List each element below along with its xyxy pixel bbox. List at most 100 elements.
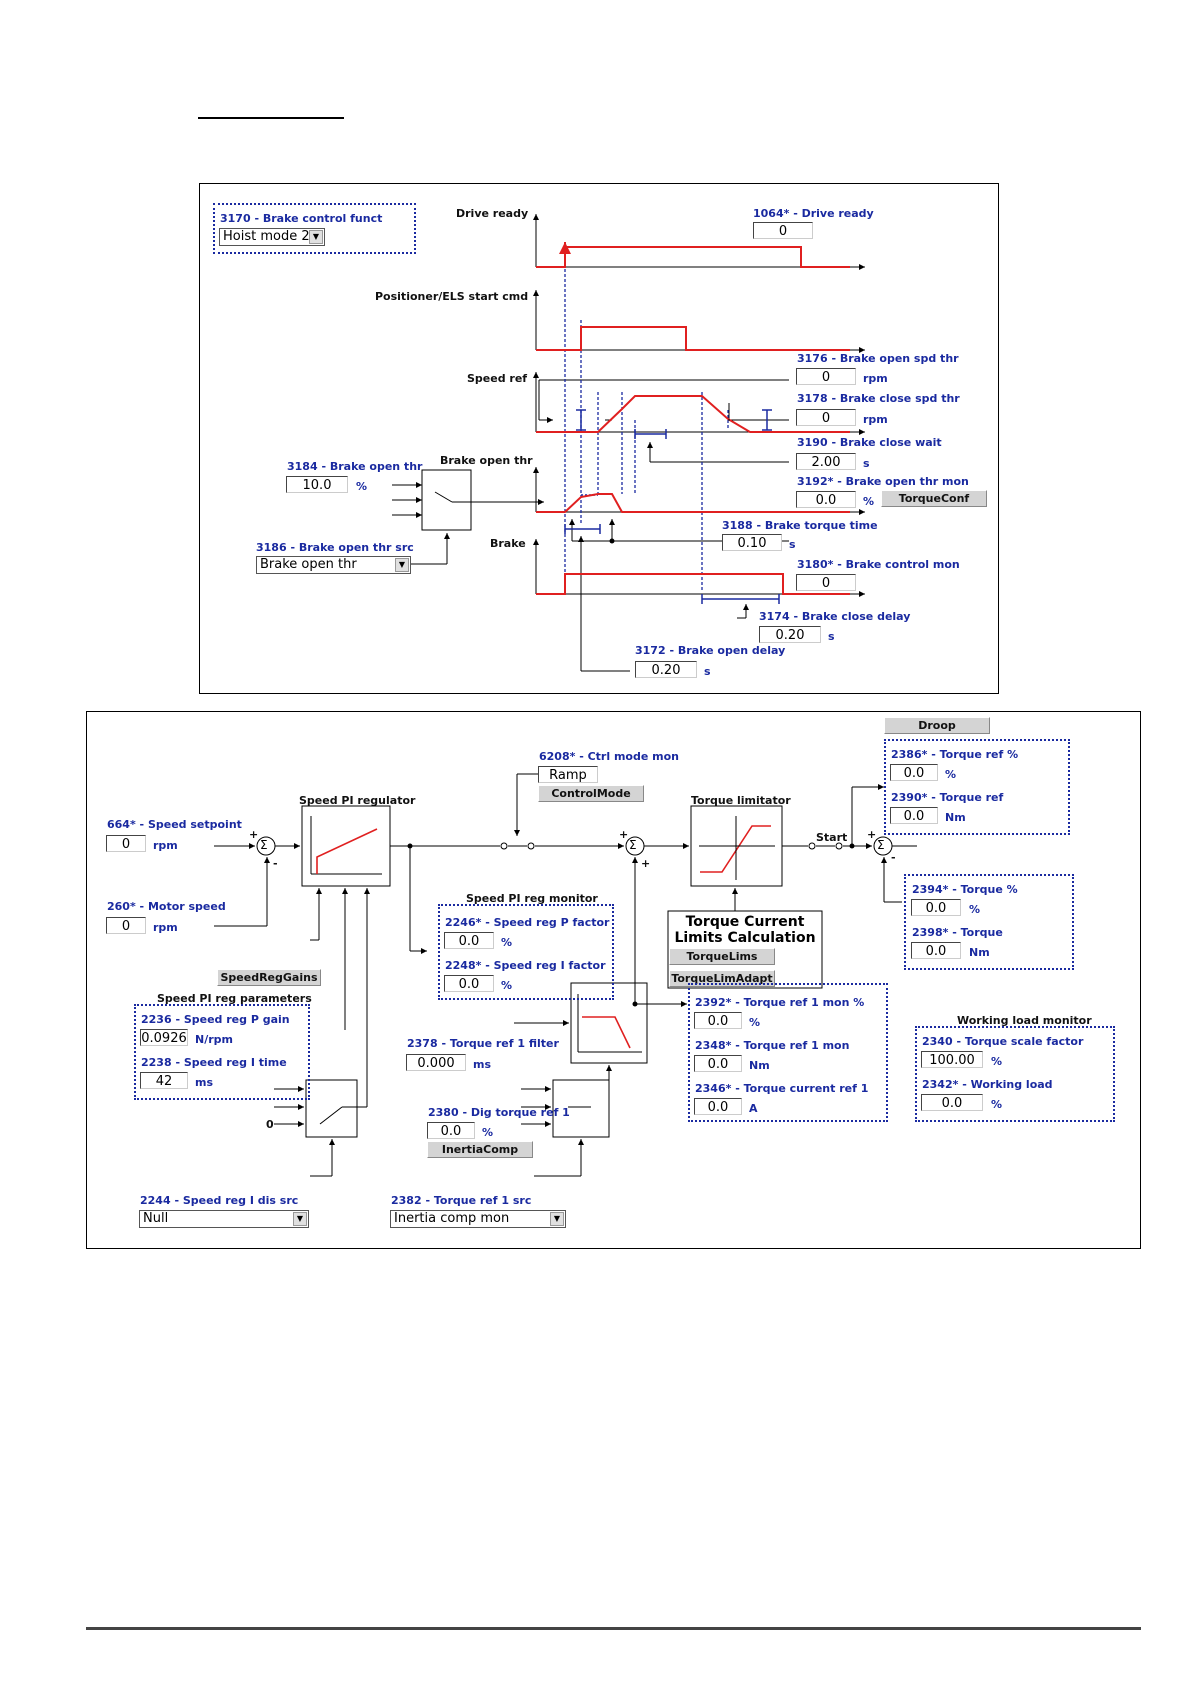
speed-torque-panel: Droop 6208* - Ctrl mode mon Ramp Control… xyxy=(86,711,1141,1249)
open-thr-unit: % xyxy=(356,480,368,493)
start-label: Start xyxy=(816,831,848,844)
brake-funct-select[interactable]: Hoist mode 2▼ xyxy=(219,228,325,246)
reg-monitor-title: Speed PI reg monitor xyxy=(466,892,598,905)
open-spd-label: 3176 - Brake open spd thr xyxy=(797,352,959,365)
torque-ref-value: 0.0 xyxy=(890,807,938,824)
ref1-src-select-value: Inertia comp mon xyxy=(394,1211,510,1226)
ref1-mon-pct-value: 0.0 xyxy=(694,1012,742,1029)
dig-torque-unit: % xyxy=(482,1126,494,1139)
i-dis-src-label: 2244 - Speed reg I dis src xyxy=(140,1194,299,1207)
filter-label: 2378 - Torque ref 1 filter xyxy=(407,1037,559,1050)
torque-pct-unit: % xyxy=(969,903,981,916)
p-gain-value[interactable]: 0.0926 xyxy=(140,1029,188,1046)
close-delay-value[interactable]: 0.20 xyxy=(759,626,821,643)
plus-sign: + xyxy=(641,857,651,870)
filter-value[interactable]: 0.000 xyxy=(406,1054,466,1071)
close-wait-label: 3190 - Brake close wait xyxy=(797,436,942,449)
speed-pi-title: Speed PI regulator xyxy=(299,794,416,807)
footer-rule xyxy=(86,1627,1141,1630)
p-gain-label: 2236 - Speed reg P gain xyxy=(141,1013,290,1026)
i-factor-label: 2248* - Speed reg I factor xyxy=(445,959,606,972)
current-ref-value: 0.0 xyxy=(694,1098,742,1115)
control-mode-button[interactable]: ControlMode xyxy=(538,785,644,802)
close-wait-value[interactable]: 2.00 xyxy=(796,453,856,470)
open-thr-src-select-value: Brake open thr xyxy=(260,557,357,572)
chevron-down-icon: ▼ xyxy=(395,558,409,572)
ref1-mon-label: 2348* - Torque ref 1 mon xyxy=(695,1039,850,1052)
scale-factor-value[interactable]: 100.00 xyxy=(921,1051,983,1068)
torque-ref-label: 2390* - Torque ref xyxy=(891,791,1004,804)
reg-params-group xyxy=(134,1004,310,1100)
torque-pct-label: 2394* - Torque % xyxy=(912,883,1018,896)
tcl-title-line2: Limits Calculation xyxy=(674,930,816,946)
close-spd-label: 3178 - Brake close spd thr xyxy=(797,392,960,405)
reg-monitor-group xyxy=(438,904,614,1000)
open-thr-mon-label: 3192* - Brake open thr mon xyxy=(797,475,969,488)
minus-sign: - xyxy=(891,851,896,864)
chevron-down-icon: ▼ xyxy=(550,1212,564,1226)
ref1-src-label: 2382 - Torque ref 1 src xyxy=(391,1194,532,1207)
close-spd-unit: rpm xyxy=(863,413,888,426)
i-time-value[interactable]: 42 xyxy=(140,1072,188,1089)
close-wait-unit: s xyxy=(863,457,870,470)
setpoint-unit: rpm xyxy=(153,839,178,852)
torque-value: 0.0 xyxy=(911,942,961,959)
scale-factor-unit: % xyxy=(991,1055,1003,1068)
open-thr-value[interactable]: 10.0 xyxy=(286,476,348,493)
drive-ready-param-label: 1064* - Drive ready xyxy=(753,207,874,220)
inertia-comp-button[interactable]: InertiaComp xyxy=(427,1141,533,1158)
open-delay-label: 3172 - Brake open delay xyxy=(635,644,786,657)
brake-axis-label: Brake xyxy=(490,537,526,550)
plus-sign: + xyxy=(249,828,259,841)
torque-label: 2398* - Torque xyxy=(912,926,1003,939)
minus-sign: - xyxy=(273,857,278,870)
speed-reg-gains-button[interactable]: SpeedRegGains xyxy=(217,969,321,986)
torque-conf-button[interactable]: TorqueConf xyxy=(881,490,987,507)
pos-start-axis-label: Positioner/ELS start cmd xyxy=(375,290,529,303)
ref1-mon-unit: Nm xyxy=(749,1059,770,1072)
torque-ref-unit: Nm xyxy=(945,811,966,824)
p-factor-unit: % xyxy=(501,936,513,949)
torque-time-label: 3188 - Brake torque time xyxy=(722,519,878,532)
ref1-mon-value: 0.0 xyxy=(694,1055,742,1072)
motor-speed-value: 0 xyxy=(106,917,146,934)
open-spd-value[interactable]: 0 xyxy=(796,368,856,385)
torque-lim-title: Torque limitator xyxy=(691,794,791,807)
brake-timing-diagram xyxy=(392,214,865,672)
open-thr-label: 3184 - Brake open thr xyxy=(287,460,423,473)
torque-lim-adapt-button[interactable]: TorqueLimAdapt xyxy=(669,970,775,987)
torque-ref-pct-label: 2386* - Torque ref % xyxy=(891,748,1019,761)
i-dis-src-select[interactable]: Null ▼ xyxy=(139,1210,309,1228)
drive-ready-axis-label: Drive ready xyxy=(456,207,529,220)
open-thr-src-select[interactable]: Brake open thr ▼ xyxy=(256,556,411,574)
filter-unit: ms xyxy=(473,1058,492,1071)
sigma-icon: Σ xyxy=(260,838,268,852)
current-ref-label: 2346* - Torque current ref 1 xyxy=(695,1082,869,1095)
close-spd-value[interactable]: 0 xyxy=(796,409,856,426)
chevron-down-icon: ▼ xyxy=(293,1212,307,1226)
droop-button[interactable]: Droop xyxy=(884,717,990,734)
motor-speed-unit: rpm xyxy=(153,921,178,934)
speed-ref-axis-label: Speed ref xyxy=(467,372,528,385)
torque-pct-value: 0.0 xyxy=(911,899,961,916)
control-mon-label: 3180* - Brake control mon xyxy=(797,558,960,571)
i-factor-unit: % xyxy=(501,979,513,992)
open-thr-block-label: Brake open thr xyxy=(440,454,533,467)
i-factor-value: 0.0 xyxy=(444,975,494,992)
drive-ready-value: 0 xyxy=(753,222,813,239)
brake-funct-select-value: Hoist mode 2 xyxy=(223,229,310,244)
i-dis-src-select-value: Null xyxy=(143,1211,169,1226)
torque-ref-pct-unit: % xyxy=(945,768,957,781)
ref1-mon-pct-label: 2392* - Torque ref 1 mon % xyxy=(695,996,865,1009)
open-delay-value[interactable]: 0.20 xyxy=(635,661,697,678)
setpoint-value[interactable]: 0 xyxy=(106,835,146,852)
torque-lims-button[interactable]: TorqueLims xyxy=(669,948,775,965)
plus-sign: + xyxy=(867,828,877,841)
brake-funct-label: 3170 - Brake control funct xyxy=(220,212,383,225)
torque-time-value[interactable]: 0.10 xyxy=(722,534,782,551)
header-rule xyxy=(198,117,344,119)
ref1-src-select[interactable]: Inertia comp mon ▼ xyxy=(390,1210,566,1228)
current-ref-unit: A xyxy=(749,1102,758,1115)
dig-torque-value[interactable]: 0.0 xyxy=(427,1122,475,1139)
